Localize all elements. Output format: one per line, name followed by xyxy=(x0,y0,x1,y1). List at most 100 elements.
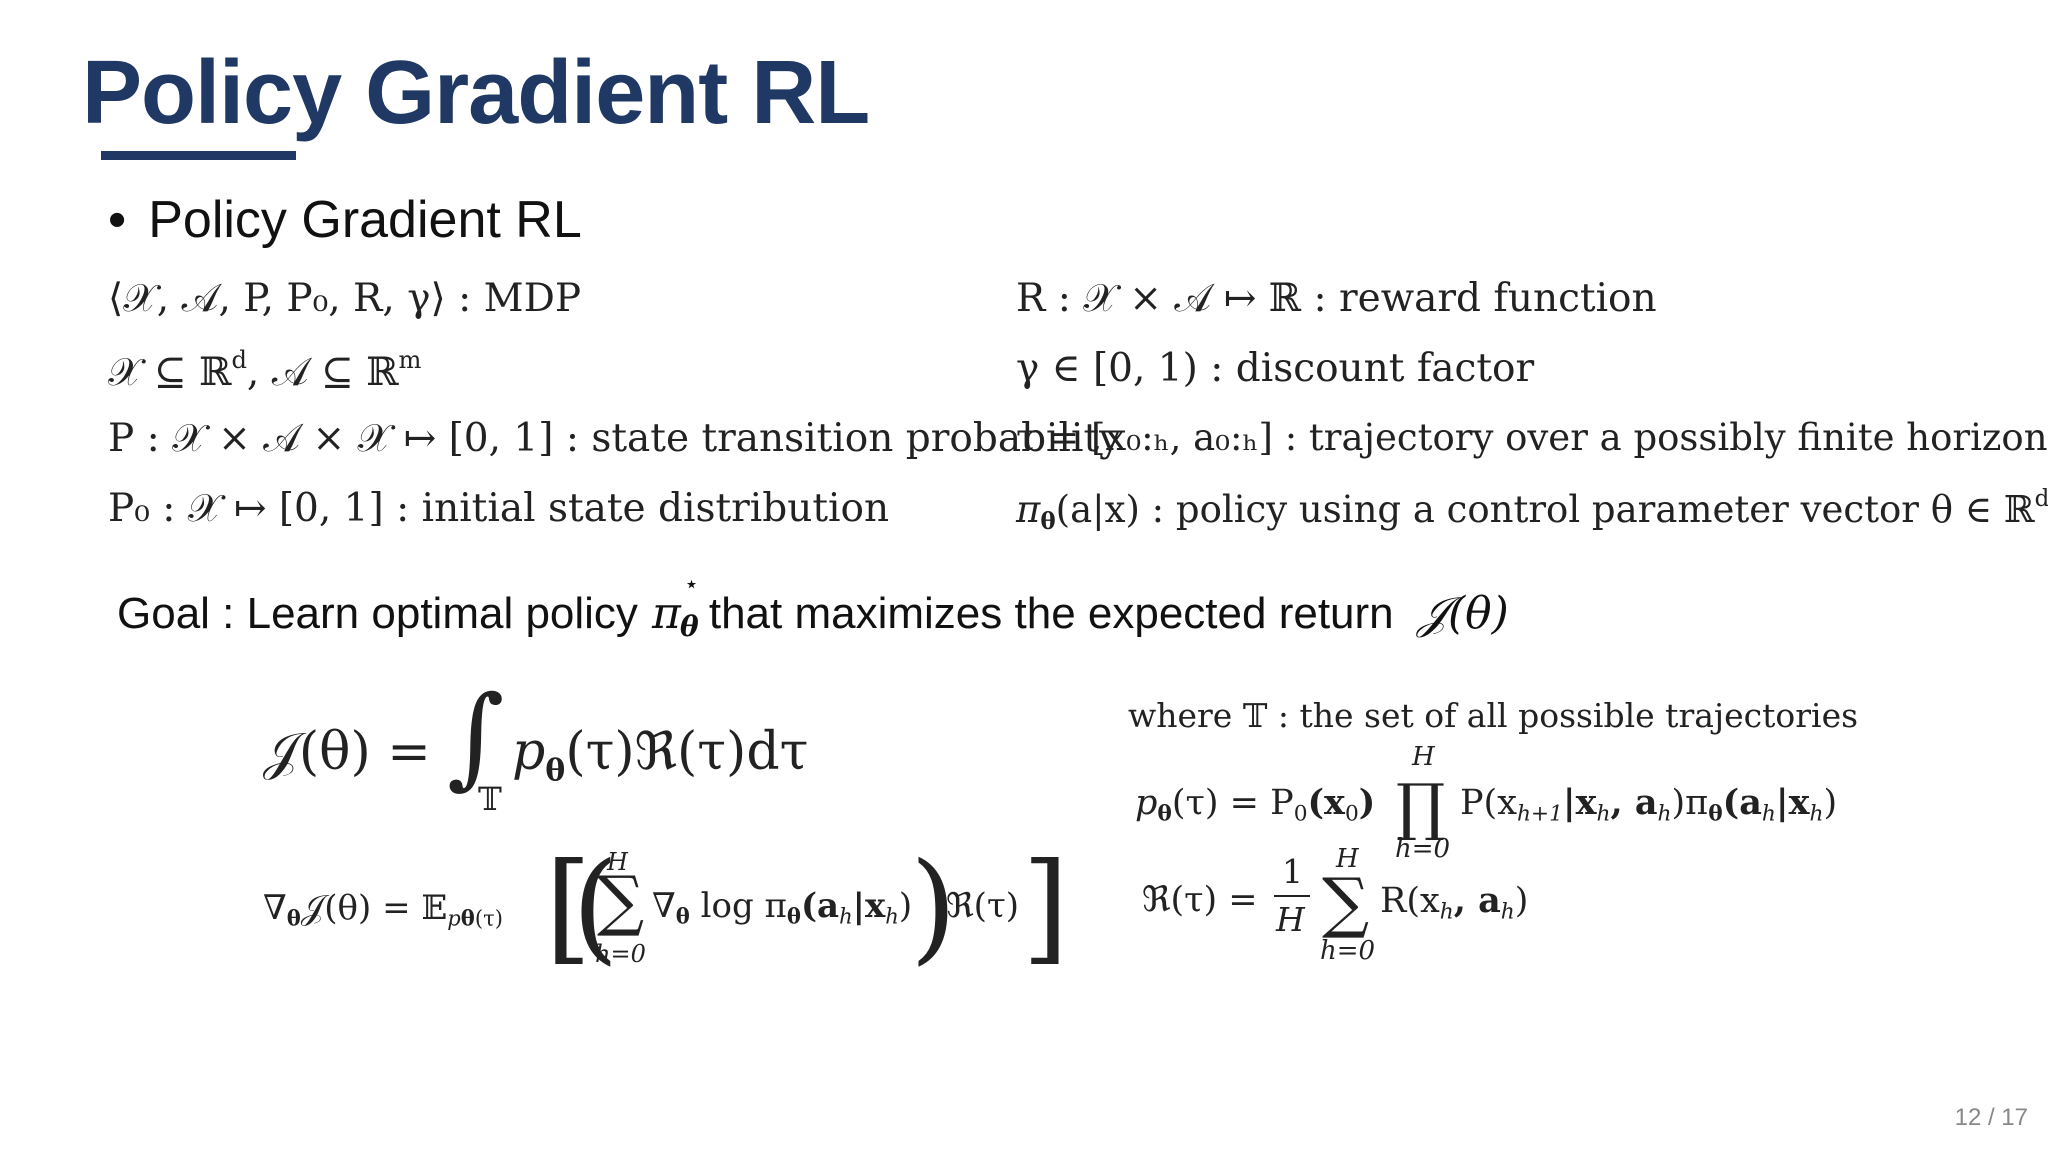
eq-traj-prob-body: P(xh+1|xh, ah)πθ(ah|xh) xyxy=(1460,782,1837,827)
eq-gradient-body-h2: h xyxy=(885,903,899,929)
def-state-space: 𝒳 ⊆ ℝ xyxy=(108,349,232,395)
sum-top-return: H xyxy=(1336,844,1359,874)
eq-traj-body-h3: h xyxy=(1657,801,1672,827)
def-state-dim: d xyxy=(231,346,247,374)
def-action-space: , 𝒜 ⊆ ℝ xyxy=(246,349,399,395)
eq-traj-body-h2: h xyxy=(1596,801,1611,827)
goal-optimal-policy: π⋆ θ xyxy=(651,570,699,643)
eq-traj-x0sub: 0 xyxy=(1344,801,1359,827)
def-spaces: 𝒳 ⊆ ℝd, 𝒜 ⊆ ℝm xyxy=(108,346,421,395)
def-policy: πθ(a|x) : policy using a control paramet… xyxy=(1016,486,2048,535)
eq-traj-p: p xyxy=(1135,783,1158,823)
goal-text-b: that maximizes the expected return xyxy=(708,589,1394,638)
def-policy-desc: : policy using a control parameter vecto… xyxy=(1151,488,1919,532)
def-trajectory: τ = [x₀:ₕ, a₀:ₕ] : trajectory over a pos… xyxy=(1016,416,2048,459)
title-underline xyxy=(101,151,296,160)
eq-gradient-sub-p: p xyxy=(447,905,461,931)
def-initial-symbol: P₀ : 𝒳 ↦ [0, 1] xyxy=(108,486,384,531)
eq-objective-lhs: 𝒥(θ) = xyxy=(263,722,431,782)
eq-traj-body-a: , a xyxy=(1610,782,1658,823)
def-trajectory-symbol: τ = [x₀:ₕ, a₀:ₕ] xyxy=(1016,416,1273,459)
goal-text-a: Goal : Learn optimal policy xyxy=(117,589,638,638)
def-trajectory-desc: : trajectory over a possibly finite hori… xyxy=(1284,416,2048,459)
goal-star: ⋆ xyxy=(683,570,699,598)
page-number: 12 / 17 xyxy=(1954,1104,2028,1131)
def-policy-vector-dim: d xyxy=(2034,486,2048,512)
def-transition-symbol: P : 𝒳 × 𝒜 × 𝒳 ↦ [0, 1] xyxy=(108,416,554,461)
eq-gradient-body-h1: h xyxy=(839,903,853,929)
eq-gradient-tail: ℜ(τ) xyxy=(946,886,1020,926)
eq-gradient-body-x: |x xyxy=(852,886,886,926)
def-policy-vector: θ ∈ ℝ xyxy=(1930,488,2035,532)
eq-return-body-R: R(x xyxy=(1380,881,1440,921)
def-transition: P : 𝒳 × 𝒜 × 𝒳 ↦ [0, 1] : state transitio… xyxy=(108,416,1121,461)
eq-gradient-nabla: ∇ xyxy=(263,888,287,928)
def-mdp-symbol: ⟨𝒳, 𝒜, P, P₀, R, γ⟩ xyxy=(108,276,446,321)
sum-bottom-return: h=0 xyxy=(1320,936,1376,966)
eq-objective-body: (τ)ℜ(τ)dτ xyxy=(565,722,809,782)
product-top: H xyxy=(1412,742,1435,772)
eq-traj-close: ) xyxy=(1358,782,1376,823)
eq-return-lhs: ℜ(τ) = xyxy=(1142,880,1258,920)
eq-gradient-body: ∇θ log πθ(ah|xh) xyxy=(652,886,912,928)
eq-return-body-h2: h xyxy=(1500,899,1515,925)
def-initial-desc: : initial state distribution xyxy=(396,486,890,531)
def-mdp: ⟨𝒳, 𝒜, P, P₀, R, γ⟩ : MDP xyxy=(108,276,581,321)
bullet-dot-icon: • xyxy=(108,191,127,249)
goal-pi: π xyxy=(651,588,681,639)
def-action-dim: m xyxy=(398,346,422,374)
integral-sign: ∫ xyxy=(447,672,505,800)
eq-traj-body-a2: (a xyxy=(1722,782,1762,823)
sum-sign-return: ∑ xyxy=(1322,864,1370,941)
sum-bottom-gradient: h=0 xyxy=(595,940,646,968)
paren-right: ) xyxy=(910,838,957,977)
product-sign: ∏ xyxy=(1396,770,1446,843)
def-discount: γ ∈ [0, 1) : discount factor xyxy=(1016,346,1534,391)
eq-gradient-expect: 𝒥(θ) = 𝔼 xyxy=(300,888,448,928)
eq-traj-body-theta: θ xyxy=(1708,801,1723,827)
def-reward-desc: : reward function xyxy=(1313,276,1657,321)
paren-left: ( xyxy=(572,838,619,977)
def-transition-desc: : state transition probability xyxy=(565,416,1122,461)
def-policy-pi: π xyxy=(1016,488,1041,532)
eq-objective-rhs: pθ(τ)ℜ(τ)dτ xyxy=(512,722,808,788)
goal-theta: θ xyxy=(679,610,699,643)
bracket-right: ] xyxy=(1022,838,1069,977)
def-mdp-desc: : MDP xyxy=(458,276,582,321)
eq-return-den: H xyxy=(1276,900,1305,939)
slide-title: Policy Gradient RL xyxy=(82,43,870,143)
eq-traj-eq: (τ) = P xyxy=(1171,783,1294,823)
eq-objective-theta: θ xyxy=(545,753,566,789)
eq-gradient-theta: θ xyxy=(286,905,301,931)
def-discount-desc: : discount factor xyxy=(1210,346,1535,391)
eq-return-num: 1 xyxy=(1282,852,1303,891)
bullet-text: Policy Gradient RL xyxy=(148,191,582,249)
eq-traj-body-pi: )π xyxy=(1671,783,1709,823)
eq-traj-body-P: P(x xyxy=(1460,783,1517,823)
eq-traj-body-x2: |x xyxy=(1775,782,1810,823)
eq-return-body: R(xh, ah) xyxy=(1380,880,1528,925)
sum-sign-gradient: ∑ xyxy=(597,862,645,939)
eq-gradient-body-theta2: θ xyxy=(786,903,801,929)
bracket-left: [ xyxy=(545,838,592,977)
def-discount-symbol: γ ∈ [0, 1) xyxy=(1016,346,1198,391)
goal-statement: Goal : Learn optimal policy π⋆ θ that maxim… xyxy=(117,570,1509,643)
eq-objective-p: p xyxy=(512,722,546,782)
eq-traj-body-h1: h+1 xyxy=(1516,801,1563,827)
eq-where: where 𝕋 : the set of all possible trajec… xyxy=(1128,696,1859,735)
eq-traj-body-h4: h xyxy=(1761,801,1776,827)
sum-top-gradient: H xyxy=(607,848,628,876)
eq-traj-x: (x xyxy=(1307,782,1345,823)
eq-gradient-body-a: (a xyxy=(800,886,840,926)
eq-gradient-body-theta: θ xyxy=(675,903,690,929)
def-initial: P₀ : 𝒳 ↦ [0, 1] : initial state distribu… xyxy=(108,486,889,531)
eq-gradient-body-log: log π xyxy=(700,886,787,926)
def-reward-symbol: R : 𝒳 × 𝒜 ↦ ℝ xyxy=(1016,276,1302,321)
eq-traj-body-h5: h xyxy=(1809,801,1824,827)
eq-traj-theta: θ xyxy=(1157,801,1172,827)
eq-gradient-body-close: ) xyxy=(898,886,913,926)
eq-gradient-sub-tau: (τ) xyxy=(474,905,503,931)
bullet-item: • Policy Gradient RL xyxy=(108,190,582,250)
def-reward: R : 𝒳 × 𝒜 ↦ ℝ : reward function xyxy=(1016,276,1657,321)
goal-expected-return: 𝒥(θ) xyxy=(1417,588,1509,639)
